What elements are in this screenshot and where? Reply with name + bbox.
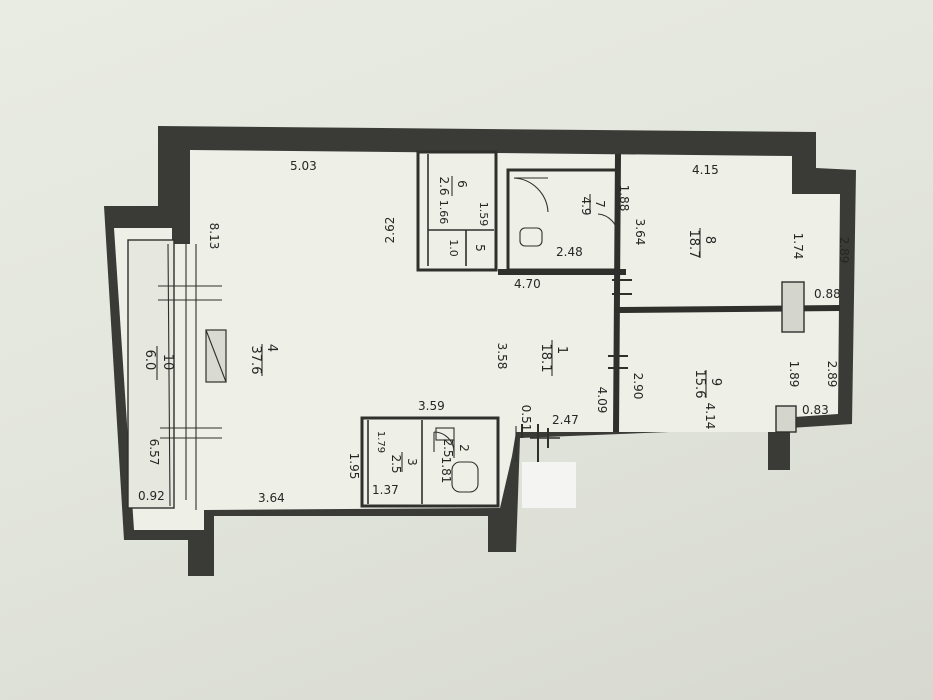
balcony-10 — [127, 239, 227, 509]
dim-2-89: 2.89 — [837, 237, 851, 264]
dim-0-92: 0.92 — [138, 489, 165, 503]
dim-1-59: 1.59 — [477, 202, 490, 227]
dim-1-0: 1.0 — [447, 239, 460, 257]
dim-1-37: 1.37 — [372, 483, 399, 497]
room-10-number: 10 — [160, 354, 175, 371]
room-6-number: 6 — [455, 180, 469, 188]
dim-3-59: 3.59 — [418, 399, 445, 413]
room-9-area: 15.6 — [692, 370, 707, 399]
dim-1-95: 1.95 — [347, 453, 361, 480]
room-5-number: 5 — [473, 244, 487, 252]
dim-1-89: 1.89 — [787, 361, 801, 388]
room-10-area: 6.0 — [142, 350, 157, 371]
interior-walls — [195, 150, 841, 510]
dim-2-89b: 2.89 — [825, 361, 839, 388]
dimension-labels: 5.03 4.15 2.62 8.13 4.70 3.58 2.48 1.88 … — [138, 159, 851, 505]
dim-4-15: 4.15 — [692, 163, 719, 177]
dim-2-48: 2.48 — [556, 245, 583, 259]
room-3-number: 3 — [405, 458, 419, 466]
room-labels: 4 37.6 1 18.1 8 18.7 9 15.6 10 6.0 7 4.9… — [142, 176, 723, 474]
dim-1-88: 1.88 — [617, 185, 631, 212]
room-2-area: 2.5 — [441, 438, 455, 457]
dim-2-90: 2.90 — [631, 373, 645, 400]
room-6-area: 2.6 — [437, 176, 451, 195]
room-7-area: 4.9 — [579, 196, 593, 215]
dim-0-88: 0.88 — [814, 287, 841, 301]
dim-5-03: 5.03 — [290, 159, 317, 173]
outer-walls — [104, 126, 856, 576]
dim-2-47: 2.47 — [552, 413, 579, 427]
dim-3-64-bottom: 3.64 — [258, 491, 285, 505]
dim-1-81: 1.81 — [439, 457, 453, 484]
dim-1-66: 1.66 — [437, 200, 450, 225]
dim-3-58: 3.58 — [495, 343, 509, 370]
dim-6-57: 6.57 — [147, 439, 161, 466]
dim-0-51: 0.51 — [519, 405, 533, 432]
room-4-area: 37.6 — [248, 346, 263, 375]
room-8-area: 18.7 — [686, 230, 701, 259]
dim-1-74: 1.74 — [791, 233, 805, 260]
room-7-number: 7 — [593, 200, 607, 208]
room-8-number: 8 — [702, 236, 717, 244]
room-9-number: 9 — [708, 378, 723, 386]
dim-4-09: 4.09 — [595, 387, 609, 414]
dim-4-70: 4.70 — [514, 277, 541, 291]
room-2-number: 2 — [457, 444, 471, 452]
dim-1-79: 1.79 — [375, 431, 386, 453]
room-1-area: 18.1 — [538, 344, 553, 373]
dim-2-62: 2.62 — [383, 217, 397, 244]
room-3-area: 2.5 — [389, 454, 403, 473]
room-4-number: 4 — [264, 344, 279, 352]
dim-0-83: 0.83 — [802, 403, 829, 417]
dim-4-14: 4.14 — [703, 403, 717, 430]
dim-8-13: 8.13 — [207, 223, 221, 250]
redacted-patch — [522, 462, 576, 508]
room-1-number: 1 — [554, 346, 569, 354]
dim-3-64-top: 3.64 — [633, 219, 647, 246]
